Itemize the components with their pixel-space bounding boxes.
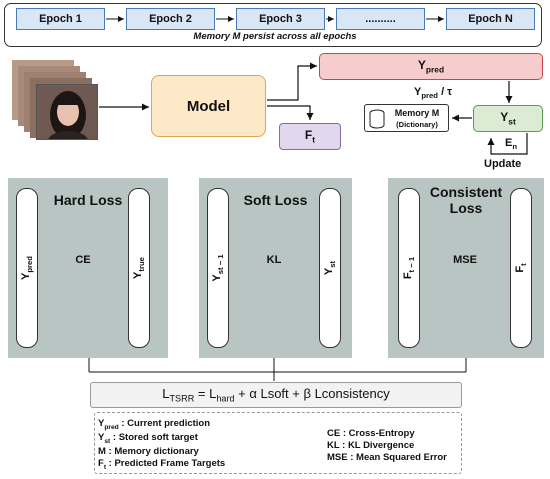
legend-ce: CE : Cross-Entropy: [327, 428, 415, 439]
model-to-ft-arrow: [267, 105, 314, 120]
memory-persist-note: Memory M persist across all epochs: [193, 31, 357, 42]
ft-label: Ft: [304, 128, 316, 145]
model-to-ypred-arrow: [267, 62, 317, 101]
formula-text: LTSRR = Lhard + α Lsoft + β Lconsistency: [162, 386, 390, 404]
consistent-loss-title: Consistent Loss: [429, 184, 503, 216]
legend-mse: MSE : Mean Squared Error: [327, 452, 447, 463]
en-label: En: [505, 137, 518, 152]
epoch-n: Epoch N: [446, 8, 535, 30]
update-loop-arrow: [487, 133, 528, 155]
legend-ft: Ft : Predicted Frame Targets: [98, 458, 226, 471]
consistent-metric-label: MSE: [453, 254, 477, 266]
ypred-box: Ypred: [319, 53, 543, 80]
soft-right-bar: Yst: [319, 188, 341, 348]
model-box: Model: [151, 75, 266, 137]
consistent-loss-panel: Consistent Loss Ft − 1 Ft MSE: [388, 178, 544, 358]
epoch-ellipsis: ..........: [336, 8, 425, 30]
legend-box: [94, 412, 462, 474]
consistent-left-label: Ft − 1: [401, 256, 417, 280]
legend-kl: KL : KL Divergence: [327, 440, 415, 451]
scale-label: Ypred / τ: [414, 86, 453, 101]
consistent-left-bar: Ft − 1: [398, 188, 420, 348]
memory-box: Memory M (Dictionary): [364, 104, 449, 132]
soft-right-label: Yst: [322, 260, 338, 276]
soft-metric-label: KL: [266, 254, 282, 266]
ypred-label: Ypred: [417, 58, 445, 75]
hard-metric-label: CE: [75, 254, 91, 266]
model-label: Model: [186, 97, 231, 115]
yst-label: Yst: [500, 110, 516, 127]
legend-yst: Yst : Stored soft target: [98, 432, 198, 445]
hard-left-label: Ypred: [19, 255, 35, 281]
hard-right-bar: Ytrue: [128, 188, 150, 348]
hard-right-label: Ytrue: [131, 257, 147, 279]
legend-memory: M : Memory dictionary: [98, 446, 199, 457]
soft-loss-panel: Soft Loss Yst − 1 Yst KL: [199, 178, 352, 358]
hard-loss-panel: Hard Loss Ypred Ytrue CE: [8, 178, 168, 358]
consistent-right-label: Ft: [513, 263, 529, 273]
hard-left-bar: Ypred: [16, 188, 38, 348]
yst-box: Yst: [473, 105, 543, 132]
soft-left-bar: Yst − 1: [207, 188, 229, 348]
soft-left-label: Yst − 1: [210, 254, 226, 282]
epoch-2: Epoch 2: [126, 8, 215, 30]
legend-ypred: Ypred : Current prediction: [98, 418, 211, 431]
hard-loss-title: Hard Loss: [53, 192, 123, 208]
soft-loss-title: Soft Loss: [243, 192, 308, 208]
video-frame-face: [36, 84, 98, 140]
consistent-right-bar: Ft: [510, 188, 532, 348]
database-icon: [369, 109, 385, 129]
epoch-3: Epoch 3: [236, 8, 325, 30]
epoch-1: Epoch 1: [16, 8, 105, 30]
memory-subtitle: (Dictionary): [396, 120, 438, 129]
face-photo-icon: [37, 85, 97, 139]
update-label: Update: [484, 158, 522, 170]
total-loss-formula: LTSRR = Lhard + α Lsoft + β Lconsistency: [90, 382, 462, 408]
ft-box: Ft: [279, 123, 341, 150]
memory-title: Memory M: [394, 108, 440, 118]
